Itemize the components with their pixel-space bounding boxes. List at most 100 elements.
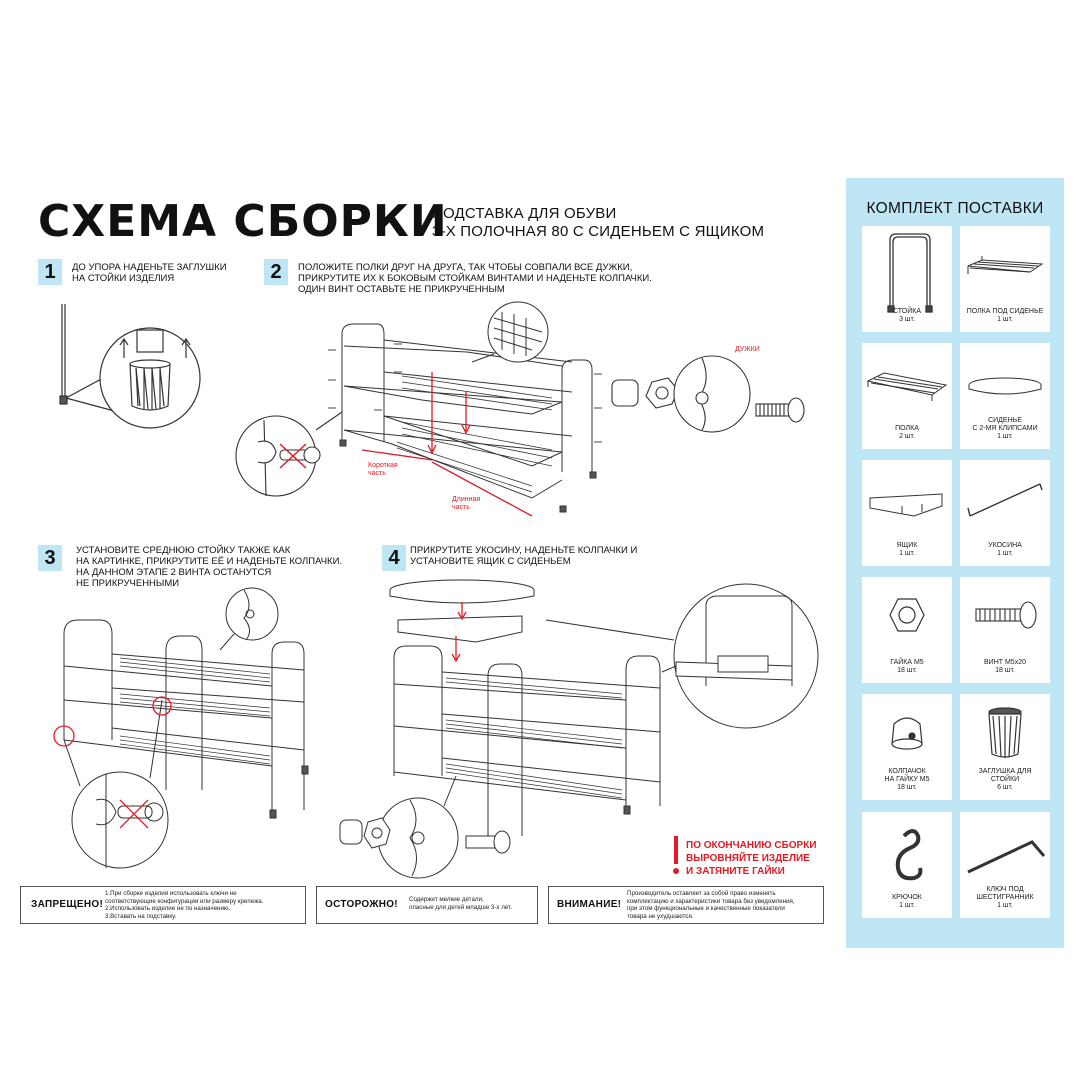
kit-item-qty: 18 шт. <box>995 667 1015 674</box>
kit-title: КОМПЛЕКТ ПОСТАВКИ <box>866 200 1044 217</box>
kit-item-name: ГАЙКА М5 <box>862 659 952 667</box>
kit-item-qty: 1 шт. <box>997 433 1013 440</box>
kit-item-name: ПОЛКА <box>862 425 952 433</box>
kit-item-name: ЯЩИК <box>862 542 952 550</box>
step-3-illustration <box>53 587 309 869</box>
hook-icon <box>895 829 923 881</box>
label-short-part-line: Короткая <box>368 462 398 469</box>
kit-item-rack-post: СТОЙКА 3 шт. <box>862 226 952 332</box>
subtitle-line-1: ПОДСТАВКА ДЛЯ ОБУВИ <box>432 205 617 222</box>
warning-text-line: Содержит мелкие детали, <box>409 896 484 903</box>
kit-item-name-line: ГАЙКА М5 <box>890 659 924 666</box>
kit-item-foot-plug: ЗАГЛУШКА ДЛЯ СТОЙКИ 6 шт. <box>960 694 1050 800</box>
final-note-line: И ЗАТЯНИТЕ ГАЙКИ <box>686 866 785 877</box>
page-title: СХЕМА СБОРКИ <box>38 196 448 247</box>
warning-caution-text: Содержит мелкие детали, опасные для дете… <box>409 896 512 911</box>
kit-item-name: ЗАГЛУШКА ДЛЯ СТОЙКИ <box>960 768 1050 784</box>
kit-item-qty: 1 шт. <box>997 550 1013 557</box>
step-1-illustration <box>59 304 201 429</box>
kit-item-qty: 1 шт. <box>997 902 1013 909</box>
rack-post-icon <box>887 233 933 313</box>
nut-icon <box>889 598 925 632</box>
final-note-line: ВЫРОВНЯЙТЕ ИЗДЕЛИЕ <box>686 853 810 864</box>
step-3-text-line: УСТАНОВИТЕ СРЕДНЮЮ СТОЙКУ ТАКЖЕ КАК <box>76 545 291 556</box>
kit-item-name-line: ЯЩИК <box>896 542 918 549</box>
label-long-part-line: Длинная <box>452 496 481 503</box>
step-3-text-line: НА КАРТИНКЕ, ПРИКРУТИТЕ ЕЁ И НАДЕНЬТЕ КО… <box>76 556 343 567</box>
kit-item-seat-shelf: ПОЛКА ПОД СИДЕНЬЕ 1 шт. <box>960 226 1050 332</box>
step-3-text-line: НА ДАННОМ ЭТАПЕ 2 ВИНТА ОСТАНУТСЯ <box>76 567 272 578</box>
step-1-text: ДО УПОРА НАДЕНЬТЕ ЗАГЛУШКИ НА СТОЙКИ ИЗД… <box>72 262 227 284</box>
kit-item-qty: 1 шт. <box>899 550 915 557</box>
kit-item-name: СТОЙКА <box>862 308 952 316</box>
brace-icon <box>967 483 1043 517</box>
kit-item-name: КРЮЧОК <box>862 894 952 902</box>
label-dugki: ДУЖКИ <box>735 346 760 353</box>
label-short-part: Короткая часть <box>368 462 398 478</box>
product-subtitle: ПОДСТАВКА ДЛЯ ОБУВИ 3-Х ПОЛОЧНАЯ 80 С СИ… <box>432 205 764 241</box>
step-3-text-line: НЕ ПРИКРУЧЕННЫМИ <box>76 578 180 589</box>
box-icon <box>869 493 943 517</box>
step-1-number: 1 <box>38 259 62 285</box>
warning-prohibited-text: 1.При сборке изделия использовать ключи … <box>105 890 263 920</box>
step-1-text-line: НА СТОЙКИ ИЗДЕЛИЯ <box>72 273 175 284</box>
kit-item-name-line: ВИНТ М5х20 <box>984 659 1026 666</box>
kit-item-name-line: ЗАГЛУШКА ДЛЯ <box>978 768 1032 775</box>
step-4-number: 4 <box>382 545 406 571</box>
warning-text-line: 1.При сборке изделия использовать ключи … <box>105 890 237 897</box>
kit-item-hook: КРЮЧОК 1 шт. <box>862 812 952 918</box>
kit-item-qty: 1 шт. <box>997 316 1013 323</box>
step-3-text: УСТАНОВИТЕ СРЕДНЮЮ СТОЙКУ ТАКЖЕ КАК НА К… <box>76 545 342 589</box>
kit-item-name: КОЛПАЧОК НА ГАЙКУ М5 <box>862 768 952 784</box>
step-2-text-line: ПРИКРУТИТЕ ИХ К БОКОВЫМ СТОЙКАМ ВИНТАМИ … <box>298 273 652 284</box>
warning-text-line: соответствующие конфигурации или размеру… <box>105 897 264 905</box>
kit-item-qty: 1 шт. <box>899 902 915 909</box>
cap-icon <box>891 717 923 750</box>
kit-item-name: УКОСИНА <box>960 542 1050 550</box>
warning-text-line: Производитель оставляет за собой право и… <box>627 890 776 897</box>
final-note-exclamation-icon <box>674 836 678 864</box>
kit-item-qty: 3 шт. <box>899 316 915 323</box>
kit-item-name: СИДЕНЬЕ С 2-МЯ КЛИПСАМИ <box>960 417 1050 433</box>
kit-item-nut: ГАЙКА М5 18 шт. <box>862 577 952 683</box>
kit-item-name-line: ПОЛКА <box>895 425 919 432</box>
kit-item-name-line: ПОЛКА ПОД СИДЕНЬЕ <box>966 308 1044 315</box>
step-4-illustration <box>339 579 819 879</box>
final-note: ПО ОКОНЧАНИЮ СБОРКИ ВЫРОВНЯЙТЕ ИЗДЕЛИЕ И… <box>686 839 817 878</box>
warning-text-line: опасные для детей младше 3-х лет. <box>409 903 512 911</box>
kit-item-hex-key: КЛЮЧ ПОД ШЕСТИГРАННИК 1 шт. <box>960 812 1050 918</box>
kit-item-qty: 18 шт. <box>897 784 917 791</box>
kit-item-brace: УКОСИНА 1 шт. <box>960 460 1050 566</box>
warning-text-line: 2.Использовать изделие не по назначению. <box>105 905 231 913</box>
kit-item-box: ЯЩИК 1 шт. <box>862 460 952 566</box>
shelf-icon <box>866 372 948 401</box>
seat-shelf-icon <box>967 256 1044 274</box>
warning-text-line: 3.Вставать на подставку. <box>105 912 177 920</box>
kit-item-cap: КОЛПАЧОК НА ГАЙКУ М5 18 шт. <box>862 694 952 800</box>
warning-attention-label: ВНИМАНИЕ! <box>557 899 622 910</box>
kit-item-name-line: СТОЙКИ <box>990 776 1020 783</box>
step-2-screw-icon <box>755 397 805 423</box>
screw-icon <box>975 601 1037 629</box>
step-4-text-line: ПРИКРУТИТЕ УКОСИНУ, НАДЕНЬТЕ КОЛПАЧКИ И <box>410 545 638 556</box>
kit-item-name-line: КЛЮЧ ПОД <box>986 886 1024 893</box>
subtitle-line-2: 3-Х ПОЛОЧНАЯ 80 С СИДЕНЬЕМ С ЯЩИКОМ <box>432 223 765 240</box>
kit-item-name-line: КОЛПАЧОК <box>888 768 926 775</box>
step-2-text-line: ОДИН ВИНТ ОСТАВЬТЕ НЕ ПРИКРУЧЕННЫМ <box>298 284 505 295</box>
kit-item-shelf: ПОЛКА 2 шт. <box>862 343 952 449</box>
kit-item-name: КЛЮЧ ПОД ШЕСТИГРАННИК <box>960 886 1050 902</box>
kit-panel: КОМПЛЕКТ ПОСТАВКИ СТОЙКА 3 шт. <box>846 178 1064 948</box>
kit-item-name-line: НА ГАЙКУ М5 <box>884 776 930 783</box>
kit-item-name-line: КРЮЧОК <box>892 894 922 901</box>
step-2-illustration <box>235 301 751 517</box>
kit-item-screw: ВИНТ М5х20 18 шт. <box>960 577 1050 683</box>
warning-caution: ОСТОРОЖНО! Содержит мелкие детали, опасн… <box>316 886 538 924</box>
final-note-exclamation-dot <box>673 868 679 874</box>
seat-icon <box>968 377 1042 395</box>
step-2-text-line: ПОЛОЖИТЕ ПОЛКИ ДРУГ НА ДРУГА, ТАК ЧТОБЫ … <box>298 262 633 273</box>
kit-item-seat: СИДЕНЬЕ С 2-МЯ КЛИПСАМИ 1 шт. <box>960 343 1050 449</box>
label-long-part-line: часть <box>452 504 470 511</box>
warning-text-line: комплектацию и характеристики товара без… <box>627 897 795 905</box>
warning-prohibited-label: ЗАПРЕЩЕНО! <box>31 899 104 910</box>
foot-plug-icon <box>988 707 1022 758</box>
